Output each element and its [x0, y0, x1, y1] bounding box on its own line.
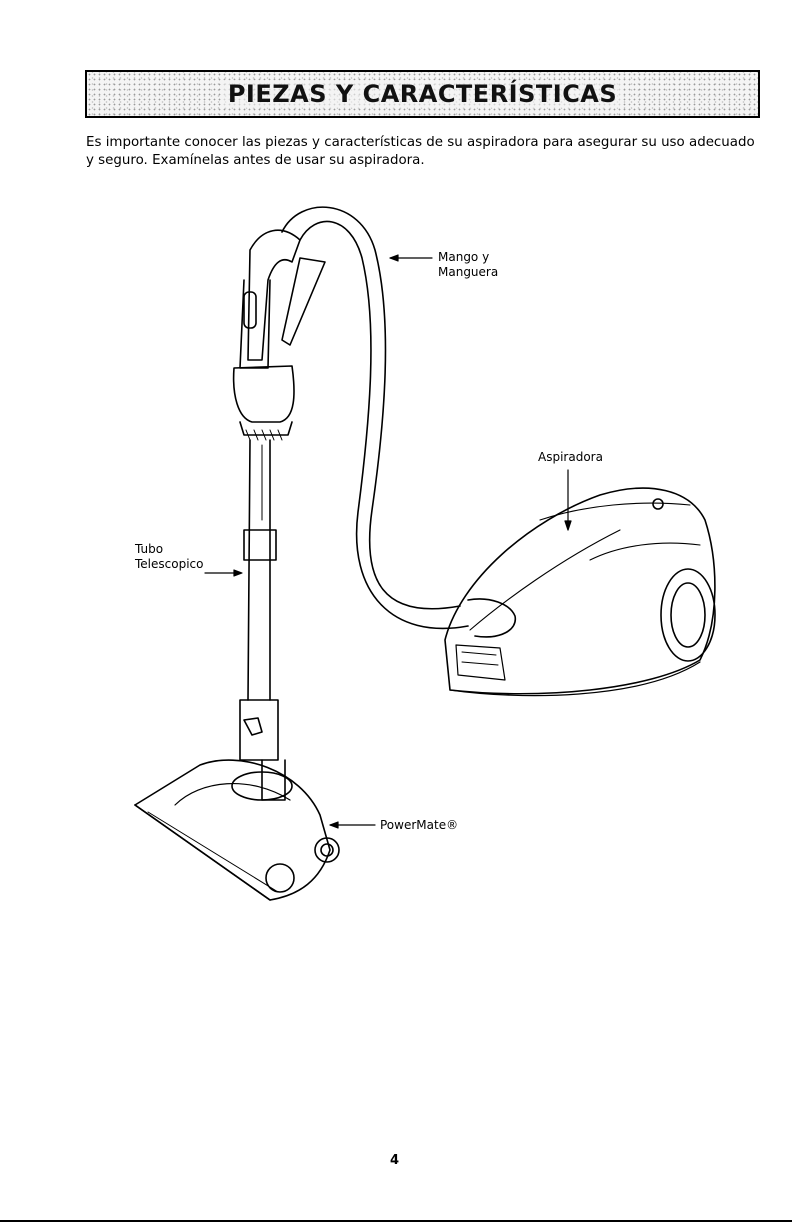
label-tubo-line1: Tubo: [135, 542, 163, 556]
label-mango-line2: Manguera: [438, 265, 498, 279]
page-number: 4: [390, 1153, 399, 1168]
label-aspiradora: Aspiradora: [538, 450, 603, 465]
page-title: PIEZAS Y CARACTERÍSTICAS: [222, 80, 623, 108]
vacuum-illustration: [0, 190, 792, 920]
title-banner: PIEZAS Y CARACTERÍSTICAS: [85, 70, 760, 118]
label-mango-line1: Mango y: [438, 250, 489, 264]
handle-drawing: [234, 230, 325, 440]
label-tubo-telescopico: Tubo Telescopico: [135, 542, 203, 572]
label-tubo-line2: Telescopico: [135, 557, 203, 571]
wand-drawing: [240, 440, 285, 800]
label-powermate: PowerMate®: [380, 818, 458, 833]
intro-paragraph: Es importante conocer las piezas y carac…: [86, 134, 756, 170]
label-mango-manguera: Mango y Manguera: [438, 250, 498, 280]
canister-drawing: [445, 488, 715, 696]
powermate-drawing: [135, 760, 339, 900]
bottom-rule: [0, 1220, 792, 1222]
